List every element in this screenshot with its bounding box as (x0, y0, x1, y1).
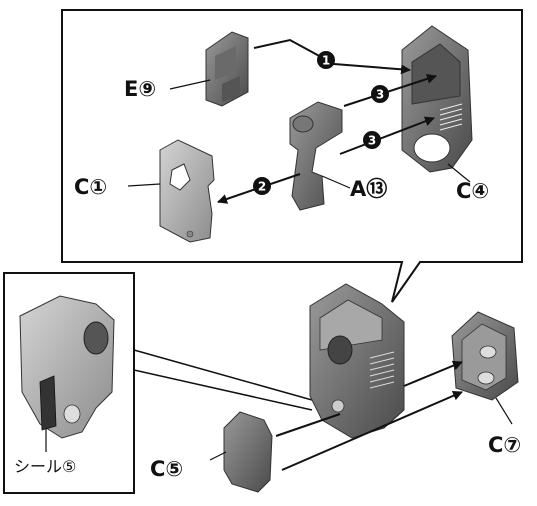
part-e9 (205, 31, 249, 107)
arrow-c7-lower (281, 390, 463, 471)
arrow-step-3a (343, 74, 437, 107)
inset-part (19, 295, 115, 439)
assembled-part (309, 283, 405, 439)
part-c1 (159, 139, 215, 243)
e9-leader (169, 79, 211, 90)
c1-leader (127, 183, 161, 187)
inset-pointer-line-2 (133, 369, 313, 411)
svg-text:3: 3 (376, 88, 384, 102)
label-c7: C⑦ (488, 433, 521, 457)
step-badge-1: 1 (317, 51, 335, 69)
label-seal5: シール⑤ (14, 457, 76, 476)
label-e9: E⑨ (124, 77, 156, 101)
part-c7 (451, 311, 519, 401)
part-c5 (223, 411, 273, 493)
svg-text:2: 2 (258, 180, 266, 194)
label-c5: C⑤ (150, 457, 183, 481)
arrow-step-3b (339, 116, 435, 155)
c4-leader (447, 163, 471, 183)
label-a13: A⑬ (350, 177, 387, 201)
inset-pointer-line-1 (133, 349, 313, 401)
svg-text:1: 1 (322, 54, 330, 68)
part-c4 (401, 25, 473, 173)
svg-text:3: 3 (368, 134, 376, 148)
label-c1: C① (74, 175, 107, 199)
arrow-c5-assembly (275, 413, 341, 437)
step-badge-3b: 3 (363, 131, 381, 149)
label-c4: C④ (456, 179, 489, 203)
seal-sticker (39, 375, 57, 431)
step-badge-3a: 3 (371, 85, 389, 103)
a13-leader (321, 175, 351, 189)
arrow-c7-upper (403, 360, 463, 387)
step-badge-2: 2 (253, 177, 271, 195)
arrow-step-1 (253, 38, 411, 75)
c7-leader (495, 397, 513, 425)
c5-leader (209, 451, 227, 461)
